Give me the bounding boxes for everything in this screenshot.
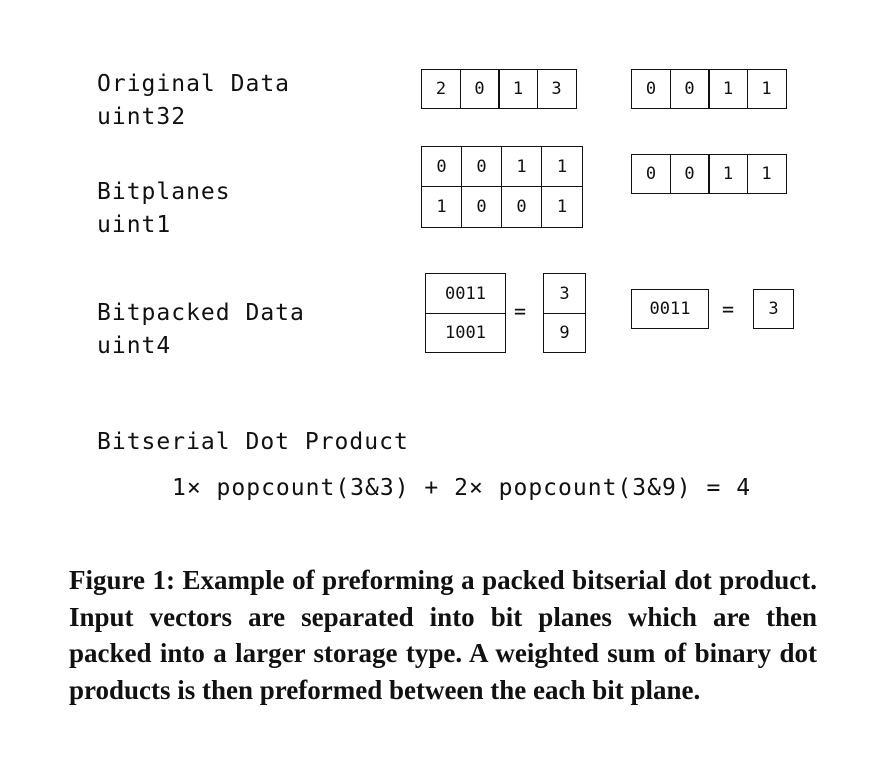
bitplanes-right-vector: 0 0 1 1 (631, 154, 787, 194)
equals-sign: = (514, 299, 527, 323)
bitplanes-left-grid: 0 0 1 1 1 0 0 1 (421, 146, 583, 228)
bitplane-cell: 0 (462, 147, 502, 187)
bitpacked-right-value: 3 (753, 289, 794, 329)
packed-value: 3 (559, 283, 570, 304)
bitplane-cell: 0 (631, 154, 671, 194)
bitplane-cell: 1 (422, 187, 462, 227)
equals-sign: = (722, 297, 735, 321)
bitplane-cell: 1 (556, 197, 568, 217)
bitpacked-type: uint4 (97, 333, 172, 359)
vector-cell: 1 (498, 69, 538, 109)
figure-caption: Figure 1: Example of preforming a packed… (69, 565, 817, 705)
original-data-title: Original Data (97, 71, 291, 97)
vector-cell: 0 (631, 69, 671, 109)
vector-cell: 1 (708, 69, 748, 109)
vector-cell: 3 (536, 69, 577, 109)
bitplane-cell: 1 (542, 147, 582, 187)
bitpacked-label: Bitpacked Data uint4 (97, 297, 305, 363)
vector-cell: 0 (669, 69, 710, 109)
bitplanes-title: Bitplanes (97, 179, 231, 205)
bitplane-cell: 1 (708, 154, 748, 194)
bitpacked-right-word: 0011 (631, 289, 709, 329)
original-data-label: Original Data uint32 (97, 68, 290, 134)
bitplanes-type: uint1 (97, 212, 172, 238)
packed-word: 0011 (445, 283, 486, 304)
bitpacked-left-values: 3 9 (543, 273, 586, 353)
vector-cell: 0 (459, 69, 500, 109)
dot-product-title: Bitserial Dot Product (97, 429, 409, 455)
bitplane-cell: 0 (462, 187, 502, 227)
dot-product-formula: 1× popcount(3&3) + 2× popcount(3&9) = 4 (172, 475, 752, 501)
original-right-vector: 0 0 1 1 (631, 69, 787, 109)
bitplane-cell: 1 (746, 154, 787, 194)
bitplane-cell: 0 (669, 154, 710, 194)
bitpacked-title: Bitpacked Data (97, 300, 305, 326)
bitplane-cell: 1 (502, 147, 542, 187)
original-left-vector: 2 0 1 3 (421, 69, 577, 109)
bitplane-cell: 0 (502, 187, 542, 227)
original-data-type: uint32 (97, 104, 187, 130)
packed-value: 9 (544, 313, 585, 352)
bitplane-cell: 0 (422, 147, 462, 187)
vector-cell: 2 (421, 69, 461, 109)
bitplanes-label: Bitplanes uint1 (97, 176, 231, 242)
packed-word: 1001 (426, 313, 505, 352)
vector-cell: 1 (746, 69, 787, 109)
bitpacked-left-stack: 0011 1001 (425, 273, 506, 353)
